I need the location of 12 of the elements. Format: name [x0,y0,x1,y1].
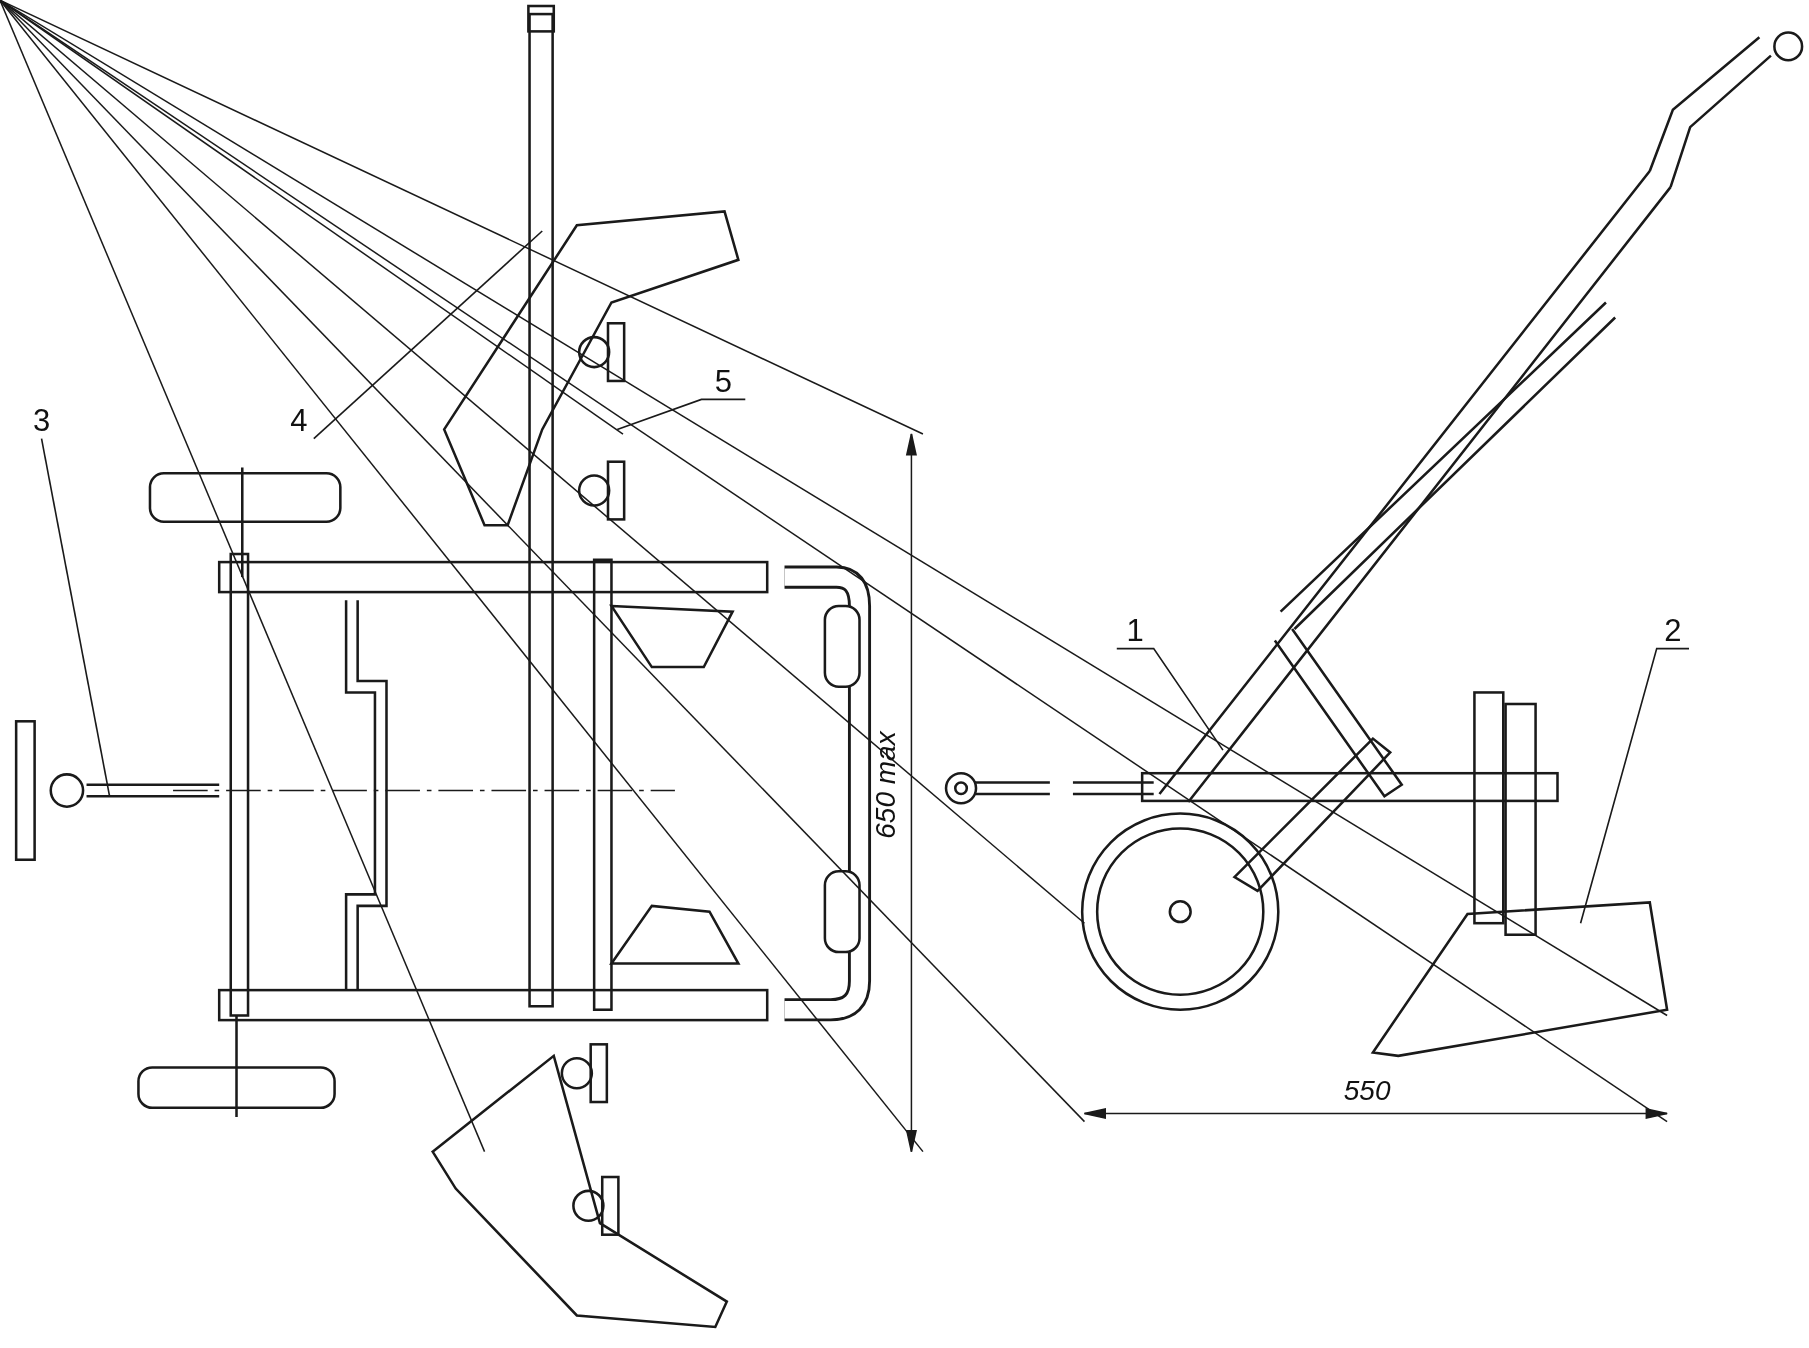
leader-line [1115,647,1224,751]
leader-line [616,398,747,431]
callout-number: 1 [1116,613,1154,649]
callout-number: 4 [283,403,314,439]
callout-number: 2 [1656,613,1689,649]
dimension-label: 650 max [871,730,902,839]
dimension-label: 550 [1343,1076,1391,1107]
leader-line [1579,647,1690,924]
callout-number: 3 [27,403,56,439]
leader-line [313,230,544,440]
callout-number: 5 [701,364,746,400]
leader-line [40,437,111,798]
